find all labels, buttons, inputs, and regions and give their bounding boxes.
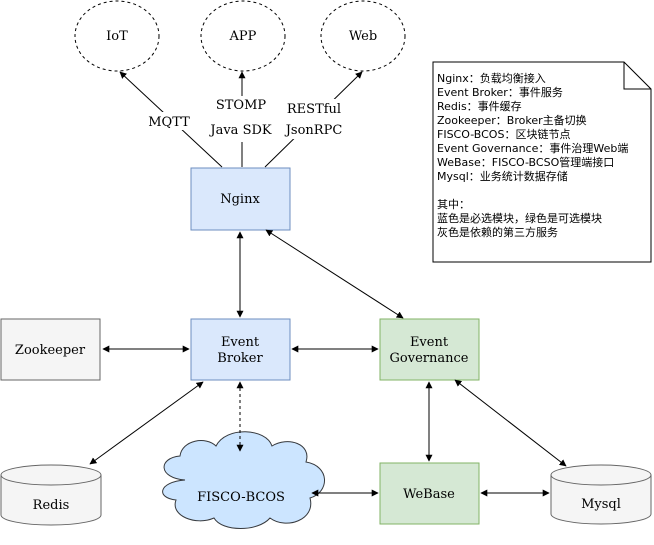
note-line-10: 其中：: [437, 198, 470, 211]
node-event-broker: Event Broker: [190, 318, 291, 381]
node-mysql: Mysql: [550, 464, 652, 525]
protocol-mqtt: MQTT: [148, 115, 190, 130]
note-line-1: Nginx：负载均衡接入: [437, 71, 546, 85]
note-line-11: 蓝色是必选模块，绿色是可选模块: [437, 211, 602, 225]
protocol-restful: RESTful: [287, 102, 341, 117]
node-redis: Redis: [0, 464, 102, 526]
node-mysql-label: Mysql: [581, 497, 621, 512]
client-iot-label: IoT: [106, 29, 128, 44]
node-zookeeper-label: Zookeeper: [15, 343, 86, 358]
client-app-label: APP: [229, 29, 257, 44]
node-fisco-bcos: FISCO-BCOS: [162, 431, 325, 529]
node-event-governance-line1: Event: [410, 335, 449, 350]
node-event-governance-line2: Governance: [390, 351, 469, 366]
note-line-2: Event Broker：事件服务: [437, 86, 563, 99]
node-event-broker-line2: Broker: [217, 351, 263, 366]
protocol-java-sdk: Java SDK: [208, 123, 272, 138]
node-event-broker-line1: Event: [221, 335, 260, 350]
client-web: Web: [320, 0, 406, 72]
note-line-6: Event Governance：事件治理Web端: [437, 141, 628, 155]
node-event-governance: Event Governance: [379, 318, 480, 381]
edge-nginx-governance: [265, 229, 404, 319]
note-line-3: Redis：事件缓存: [437, 99, 522, 113]
node-redis-label: Redis: [33, 498, 70, 513]
protocol-stomp: STOMP: [216, 98, 267, 113]
node-zookeeper: Zookeeper: [0, 318, 101, 381]
node-fisco-bcos-label: FISCO-BCOS: [197, 490, 285, 505]
client-app: APP: [200, 0, 286, 72]
legend-note: Nginx：负载均衡接入 Event Broker：事件服务 Redis：事件缓…: [432, 61, 652, 263]
node-nginx-label: Nginx: [220, 192, 260, 207]
node-webase: WeBase: [379, 462, 480, 525]
note-line-7: WeBase：FISCO-BCSO管理端接口: [437, 155, 614, 169]
node-webase-label: WeBase: [403, 487, 455, 502]
note-line-12: 灰色是依赖的第三方服务: [437, 225, 558, 239]
client-iot: IoT: [74, 0, 160, 72]
edge-governance-mysql: [454, 379, 567, 467]
protocol-jsonrpc: JsonRPC: [284, 123, 343, 138]
note-line-8: Mysql：业务统计数据存储: [437, 169, 568, 183]
client-web-label: Web: [349, 29, 377, 44]
note-line-5: FISCO-BCOS：区块链节点: [437, 127, 570, 141]
edge-broker-redis: [89, 381, 204, 465]
node-nginx: Nginx: [190, 167, 291, 231]
note-line-4: Zookeeper：Broker主备切换: [437, 113, 587, 127]
